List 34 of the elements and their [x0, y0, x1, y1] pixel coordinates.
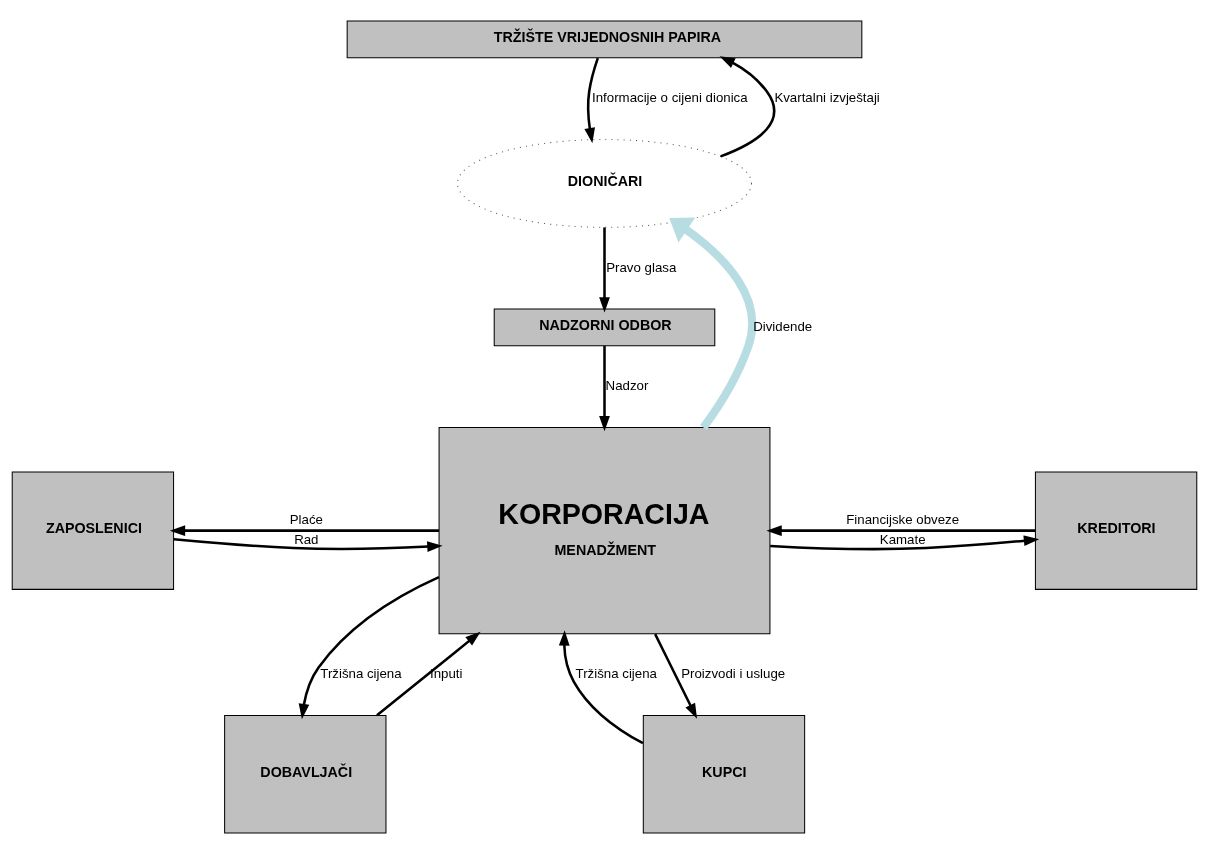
edge-label: Rad: [294, 532, 319, 548]
node-box: KUPCI: [642, 714, 806, 834]
arrow: [599, 345, 610, 432]
edge-label: Dividende: [753, 318, 813, 334]
arrow: [669, 217, 757, 430]
arrow: [770, 535, 1040, 551]
arrow: [173, 538, 443, 552]
node-box: KORPORACIJA MENADŽMENT: [438, 427, 771, 635]
arrow: [654, 633, 698, 719]
arrow: [766, 525, 1036, 536]
arrow: [169, 525, 439, 536]
node-box: ZAPOSLENICI: [11, 471, 175, 590]
edge-label: Plaće: [289, 511, 323, 527]
edge-label: Kvartalni izvještaji: [774, 90, 880, 106]
edge-label: Proizvodi i usluge: [681, 666, 786, 682]
edge-label: Informacije o cijeni dionica: [592, 90, 748, 106]
node-box: TRŽIŠTE VRIJEDNOSNIH PAPIRA: [346, 20, 863, 59]
arrow: [298, 576, 440, 720]
node-ellipse: DIONIČARI: [456, 139, 753, 228]
arrow: [376, 631, 481, 717]
edge-label: Inputi: [429, 666, 463, 682]
edge-label: Tržišna cijena: [575, 666, 657, 682]
arrow: [719, 56, 776, 158]
node-box: NADZORNI ODBOR: [493, 308, 716, 347]
edge-label: Nadzor: [605, 378, 649, 394]
arrow: [599, 227, 610, 313]
edge-label: Financijske obveze: [846, 511, 960, 527]
node-box: DOBAVLJAČI: [224, 714, 387, 834]
node-box: KREDITORI: [1034, 471, 1198, 590]
arrow: [584, 57, 599, 144]
arrow: [558, 630, 644, 745]
edge-label: Tržišna cijena: [320, 666, 402, 682]
edge-label: Pravo glasa: [606, 259, 677, 275]
edge-label: Kamate: [879, 532, 926, 548]
